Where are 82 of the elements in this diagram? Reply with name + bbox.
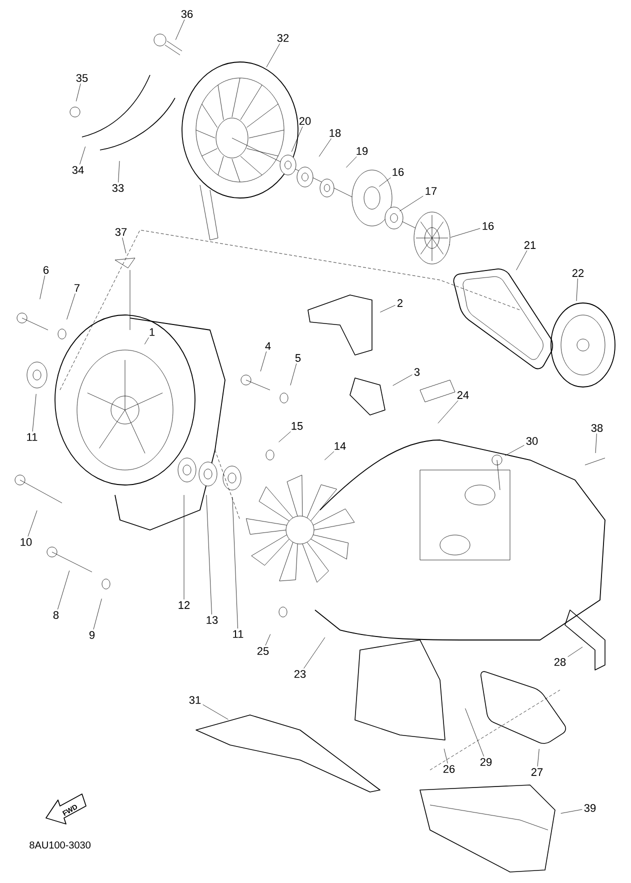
callout-number: 23	[294, 670, 306, 678]
callout-number: 24	[457, 391, 469, 399]
leader-line	[465, 708, 484, 757]
callout-number: 14	[334, 442, 346, 450]
leader-line	[144, 337, 149, 344]
leader-line	[560, 809, 582, 814]
callout-number: 22	[572, 269, 584, 277]
leader-line	[438, 400, 458, 424]
callout-number: 16	[392, 168, 404, 176]
leader-line	[516, 250, 528, 270]
callout-number: 39	[584, 804, 596, 812]
leader-line	[93, 598, 102, 630]
leader-line	[40, 275, 46, 300]
callout-number: 20	[299, 117, 311, 125]
leader-line	[595, 433, 597, 454]
callout-number: 1	[150, 328, 155, 336]
leader-line	[232, 496, 238, 629]
leader-line	[291, 126, 303, 152]
callout-number: 7	[74, 284, 80, 292]
leader-line	[57, 570, 70, 610]
callout-number: 11	[27, 433, 38, 441]
callout-number: 15	[292, 422, 303, 430]
callout-number: 5	[295, 354, 301, 362]
callout-number: 25	[257, 647, 269, 655]
leader-line	[318, 138, 332, 157]
leader-line	[504, 445, 524, 456]
leader-line	[399, 196, 424, 212]
leader-line	[175, 19, 185, 40]
callout-number: 38	[591, 424, 603, 432]
leader-line	[206, 494, 212, 615]
callout-number: 2	[397, 299, 402, 307]
part-code: 8AU100-3030	[30, 841, 91, 849]
callout-number: 3	[414, 368, 420, 376]
leader-line	[537, 748, 540, 767]
callout-number: 4	[265, 342, 271, 350]
callout-number: 9	[89, 631, 95, 639]
leader-line	[576, 278, 578, 302]
leader-line	[380, 305, 396, 312]
leader-line	[265, 634, 271, 646]
callout-number: 10	[20, 538, 32, 546]
leader-line	[76, 83, 81, 102]
leader-line	[28, 510, 38, 537]
leader-line	[568, 646, 583, 657]
leader-line	[290, 363, 297, 386]
leader-line	[392, 374, 412, 386]
callout-number: 34	[72, 166, 84, 174]
leader-line	[444, 748, 448, 764]
callout-number: 30	[526, 437, 538, 445]
leader-line	[118, 160, 120, 183]
callout-number: 32	[277, 34, 289, 42]
callout-number: 33	[112, 184, 124, 192]
leader-line	[266, 43, 280, 68]
callout-number: 17	[426, 187, 437, 195]
callout-number: 12	[178, 601, 190, 609]
callout-number: 6	[44, 266, 49, 274]
callout-number: 19	[356, 147, 368, 155]
callout-number: 26	[443, 765, 455, 773]
leader-line	[122, 237, 126, 254]
leader-line	[304, 637, 326, 669]
leader-line	[346, 156, 357, 168]
leader-line	[324, 451, 334, 460]
leader-line	[278, 431, 291, 442]
leader-line	[202, 704, 228, 720]
leader-line	[450, 228, 480, 238]
callout-number: 37	[115, 228, 127, 236]
leader-line	[32, 394, 36, 432]
callout-number: 27	[531, 768, 543, 776]
leader-line	[80, 146, 86, 165]
leader-line	[378, 177, 391, 187]
callout-number: 28	[554, 658, 566, 666]
callout-number: 11	[233, 630, 244, 638]
callout-number: 8	[53, 611, 59, 619]
callout-number: 36	[181, 10, 193, 18]
callout-number: 13	[206, 616, 218, 624]
callout-number: 31	[189, 696, 201, 704]
leader-line	[260, 351, 267, 372]
leader-line	[66, 293, 76, 320]
callout-number: 16	[482, 222, 494, 230]
callout-number: 18	[330, 129, 341, 137]
callout-number: 21	[524, 241, 536, 249]
callout-number: 35	[76, 74, 88, 82]
callout-number: 29	[480, 758, 492, 766]
